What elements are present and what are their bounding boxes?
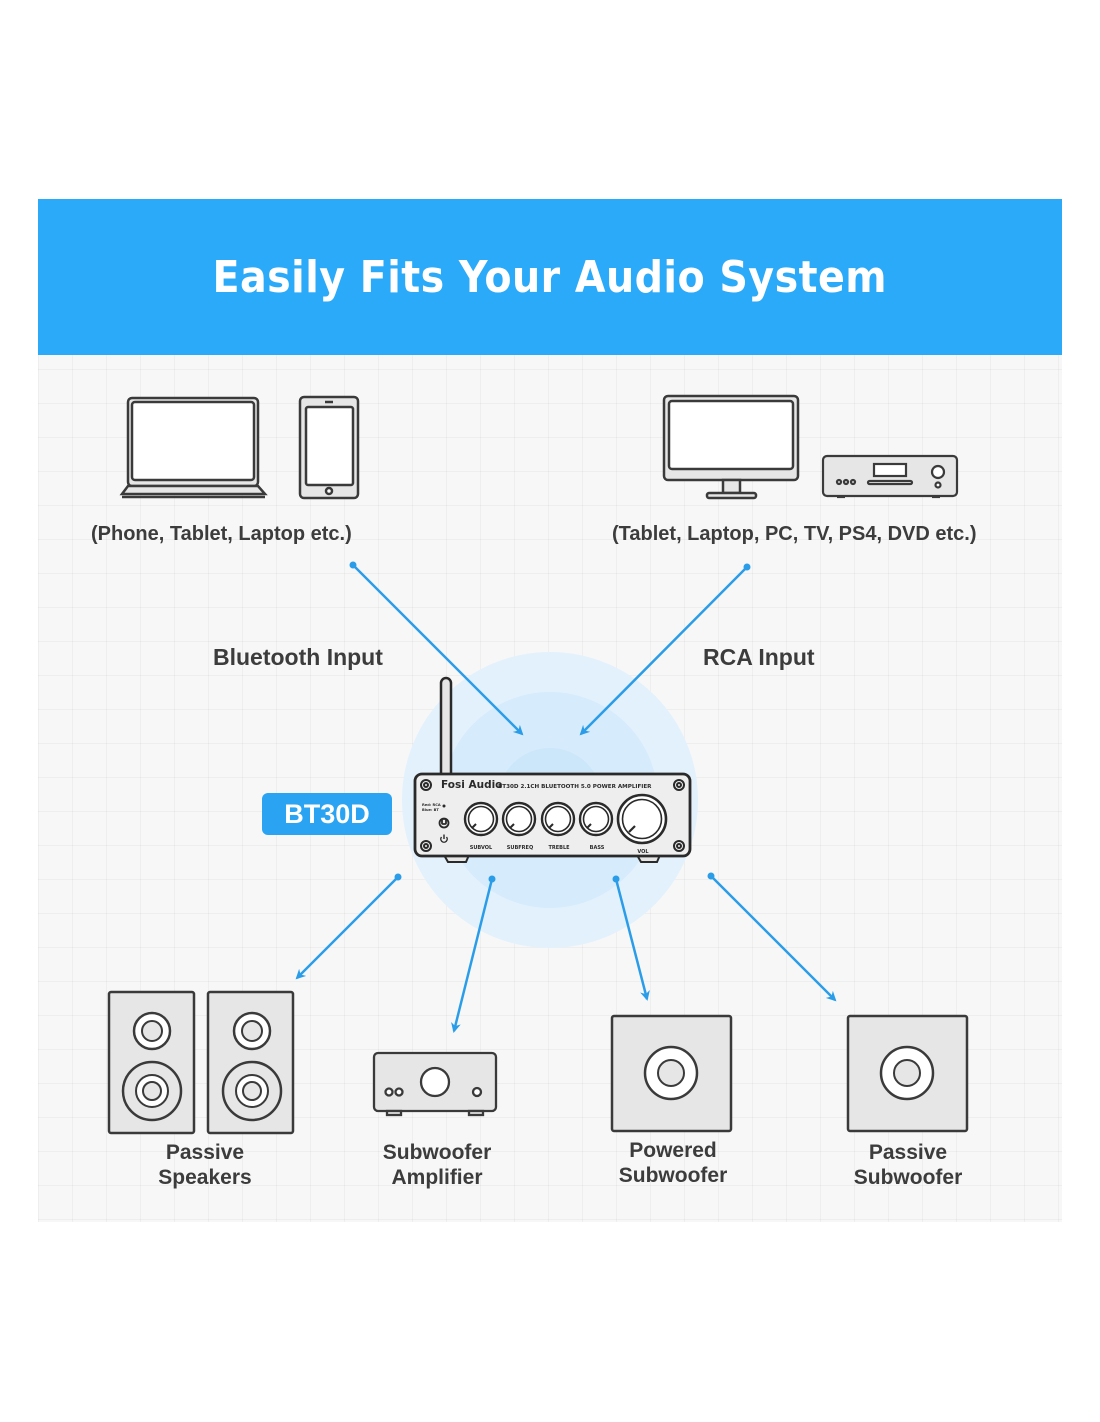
amplifier-device: Fosi Audio BT30D 2.1CH BLUETOOTH 5.0 POW… — [413, 676, 692, 863]
output-label-line2: Subwoofer — [853, 1166, 963, 1189]
passive-subwoofer-icon — [846, 1014, 969, 1133]
bluetooth-input-arrow — [352, 564, 524, 736]
monitor-icon — [662, 394, 800, 500]
knob-treble — [540, 801, 576, 837]
output-label-line2: Amplifier — [391, 1166, 483, 1189]
amplifier-brand: Fosi Audio — [441, 779, 502, 791]
knob-subvol — [463, 801, 499, 837]
arrow-to-passive-speakers — [295, 876, 399, 980]
output-label-powered-subwoofer: Powered Subwoofer — [573, 1138, 773, 1188]
input-arrows — [349, 561, 751, 736]
knob-label-subvol: SUBVOL — [470, 845, 493, 851]
knob-bass — [578, 801, 614, 837]
arrow-to-subwoofer-amplifier — [451, 878, 494, 1033]
indicator-led — [442, 804, 446, 808]
output-label-line1: Powered — [629, 1139, 717, 1162]
input-switch-icon — [438, 817, 450, 829]
header-banner: Easily Fits Your Audio System — [38, 199, 1062, 355]
output-label-line1: Passive — [165, 1141, 245, 1164]
subwoofer-amplifier-icon — [372, 1051, 498, 1117]
output-label-line1: Subwoofer — [382, 1141, 492, 1164]
bluetooth-input-label: Bluetooth Input — [213, 644, 383, 670]
indicator-label-bt: Blue: BT — [422, 808, 439, 812]
knob-label-vol: VOL — [637, 849, 649, 855]
rca-input-label: RCA Input — [703, 644, 815, 670]
phone-icon — [298, 395, 360, 500]
output-label-line2: Subwoofer — [618, 1164, 728, 1187]
arrow-to-powered-subwoofer — [614, 878, 650, 1001]
page-title: Easily Fits Your Audio System — [212, 251, 888, 303]
knob-label-bass: BASS — [590, 845, 605, 851]
speaker-left — [107, 990, 196, 1135]
passive-speakers-icon — [107, 990, 295, 1135]
right-source-caption: (Tablet, Laptop, PC, TV, PS4, DVD etc.) — [612, 523, 977, 545]
model-badge: BT30D — [262, 793, 392, 835]
rca-input-arrow — [579, 566, 748, 736]
output-label-passive-subwoofer: Passive Subwoofer — [808, 1140, 1008, 1190]
output-label-passive-speakers: Passive Speakers — [105, 1140, 305, 1190]
output-label-subwoofer-amplifier: Subwoofer Amplifier — [337, 1140, 537, 1190]
knob-vol — [616, 793, 668, 845]
amplifier-model-text: BT30D 2.1CH BLUETOOTH 5.0 POWER AMPLIFIE… — [498, 784, 652, 790]
power-icon — [440, 834, 448, 843]
screw-icons — [420, 779, 685, 852]
output-label-line2: Speakers — [158, 1166, 252, 1189]
left-source-caption: (Phone, Tablet, Laptop etc.) — [91, 523, 352, 545]
laptop-icon — [119, 396, 268, 499]
knobs — [463, 793, 668, 845]
speaker-right — [206, 990, 295, 1135]
output-label-line1: Passive — [868, 1141, 948, 1164]
indicator-label-rca: Red: RCA — [422, 803, 441, 807]
output-arrows — [295, 872, 837, 1033]
dvd-player-icon — [821, 454, 959, 499]
knob-label-subfreq: SUBFREQ — [507, 845, 533, 851]
antenna — [439, 676, 453, 780]
knob-label-treble: TREBLE — [548, 845, 570, 851]
powered-subwoofer-icon — [610, 1014, 733, 1133]
knob-subfreq — [501, 801, 537, 837]
arrow-to-passive-subwoofer — [710, 875, 837, 1002]
